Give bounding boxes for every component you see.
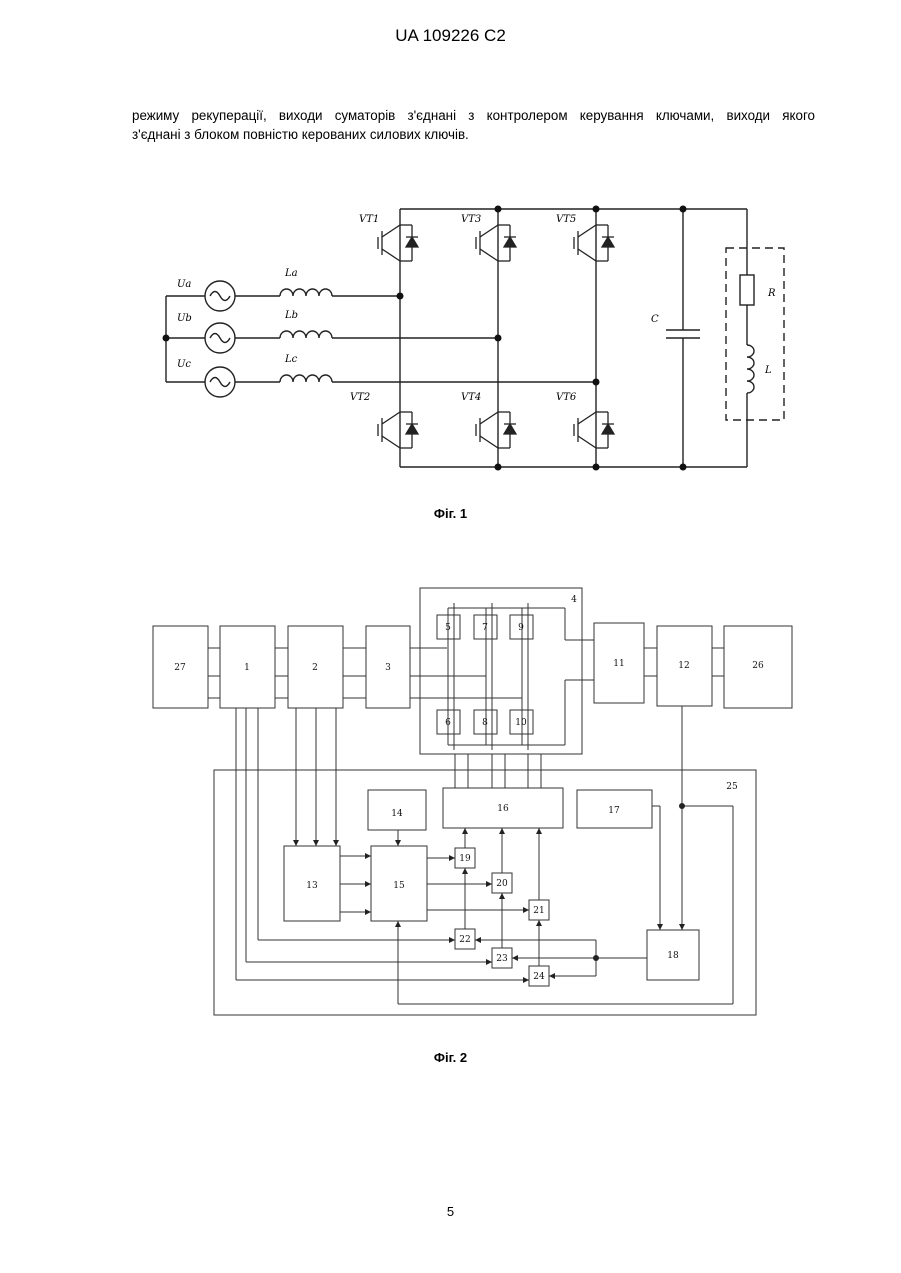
- block-21: 21: [533, 906, 544, 916]
- block-16: 16: [497, 804, 509, 814]
- block-22: 22: [459, 935, 470, 945]
- block-7: 7: [482, 623, 488, 633]
- block-15: 15: [393, 881, 405, 891]
- block-26: 26: [752, 661, 764, 671]
- block-8: 8: [482, 718, 488, 728]
- block-18: 18: [667, 951, 679, 961]
- block-14: 14: [391, 809, 403, 819]
- block-25: 25: [726, 782, 738, 792]
- block-1: 1: [244, 663, 250, 673]
- block-2: 2: [312, 663, 318, 673]
- block-27: 27: [174, 663, 186, 673]
- block-20: 20: [496, 879, 508, 889]
- block-6: 6: [445, 718, 451, 728]
- block-3: 3: [385, 663, 391, 673]
- figure-2-caption: Фіг. 2: [0, 1050, 901, 1065]
- block-4: 4: [571, 595, 577, 605]
- page-number: 5: [0, 1204, 901, 1219]
- block-9: 9: [518, 623, 524, 633]
- block-11: 11: [613, 659, 624, 669]
- block-12: 12: [678, 661, 689, 671]
- block-24: 24: [533, 972, 545, 982]
- block-13: 13: [306, 881, 318, 891]
- arrowheads: [293, 803, 685, 983]
- block-19: 19: [459, 854, 471, 864]
- block-17: 17: [608, 806, 620, 816]
- block-10: 10: [515, 718, 527, 728]
- block-23: 23: [496, 954, 508, 964]
- figure-2-block-diagram: 27 1 2 3 4 5 7 9 6 8 10 11 12 26 14 16 1…: [0, 0, 901, 1060]
- block-5: 5: [445, 623, 451, 633]
